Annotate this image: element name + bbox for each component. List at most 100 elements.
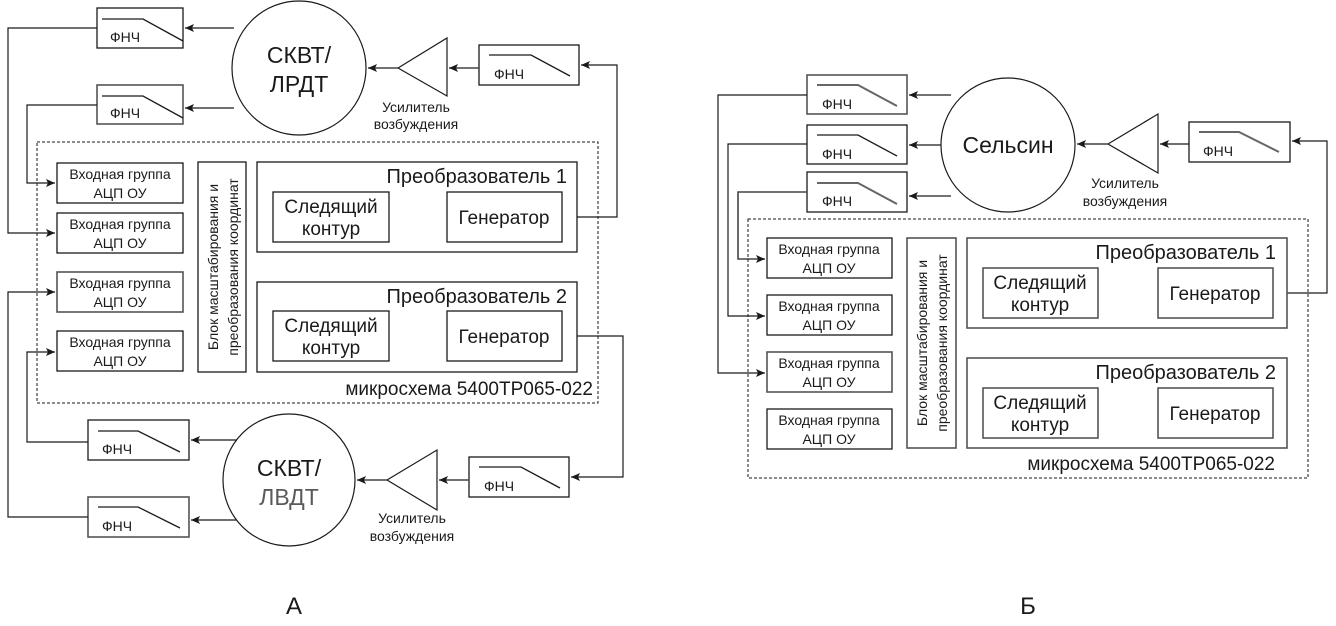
wire-lpf2-to-input2 bbox=[727, 143, 807, 320]
scaling-block-box bbox=[906, 237, 957, 449]
tracking-loop-line1: Следящий bbox=[993, 273, 1086, 294]
input-group-line2: АЦП ОУ bbox=[93, 353, 146, 369]
generator-label: Генератор bbox=[1170, 404, 1261, 425]
chip-boundary bbox=[747, 218, 1309, 479]
lpf-label: ФНЧ bbox=[484, 478, 514, 494]
input-group-line1: Входная группа bbox=[69, 166, 171, 182]
lpf-box bbox=[468, 456, 570, 498]
panel-b: Сельсин ФНЧ ФНЧ ФНЧ Усилитель возбуждени… bbox=[717, 74, 1328, 620]
lpf-box bbox=[87, 496, 190, 538]
tracking-loop-box bbox=[982, 387, 1099, 439]
sensor-label: Сельсин bbox=[962, 132, 1053, 158]
input-group-line1: Входная группа bbox=[69, 216, 171, 232]
amplifier-triangle-icon bbox=[396, 36, 448, 98]
amplifier-label-line1: Усилитель bbox=[382, 99, 450, 115]
sensor-resolver-bottom: СКВТ/ ЛВДТ bbox=[222, 413, 356, 547]
panel-caption: Б bbox=[1020, 593, 1036, 620]
input-group-box bbox=[766, 294, 893, 336]
lpf-response-icon bbox=[98, 506, 181, 529]
tracking-loop-line1: Следящий bbox=[993, 393, 1086, 414]
input-group-box bbox=[766, 237, 893, 279]
input-group-1: Входная группа АЦП ОУ bbox=[56, 162, 184, 204]
lpf-label: ФНЧ bbox=[102, 518, 132, 534]
wire-gen2-to-lpf bbox=[571, 335, 624, 481]
converter-1: Преобразователь 1 Следящий контур Генера… bbox=[256, 161, 578, 253]
panel-a: СКВТ/ ЛРДТ ФНЧ ФНЧ Усилитель возбуждения bbox=[7, 0, 624, 620]
lpf-a-excitation-bottom: ФНЧ bbox=[468, 456, 570, 498]
lpf-a-out3: ФНЧ bbox=[87, 419, 190, 461]
input-group-line1: Входная группа bbox=[778, 298, 880, 314]
chip-label: микросхема 5400ТР065-022 bbox=[345, 379, 593, 400]
sensor-label-line2: ЛРДТ bbox=[270, 71, 329, 97]
lpf-response-icon bbox=[98, 430, 181, 453]
lpf-box bbox=[806, 74, 908, 115]
converter-title: Преобразователь 1 bbox=[1095, 242, 1276, 264]
tracking-loop-line2: контур bbox=[1011, 295, 1069, 316]
wire-lpf2-to-input1 bbox=[26, 104, 97, 187]
lpf-response-icon bbox=[102, 95, 184, 119]
tracking-loop-box bbox=[272, 191, 390, 243]
amplifier-label-line2: возбуждения bbox=[1083, 193, 1168, 209]
sensor-label-line1: СКВТ/ bbox=[257, 455, 322, 481]
lpf-label: ФНЧ bbox=[110, 29, 140, 45]
lpf-response-icon bbox=[817, 84, 898, 107]
lpf-label: ФНЧ bbox=[822, 193, 852, 209]
scaling-block-box bbox=[197, 161, 247, 373]
converter-title: Преобразователь 1 bbox=[386, 166, 567, 188]
lpf-a-excitation: ФНЧ bbox=[478, 44, 580, 86]
amplifier-triangle-icon bbox=[385, 448, 438, 512]
sensor-label-line2: ЛВДТ bbox=[259, 484, 319, 510]
amplifier-label-line2: возбуждения bbox=[374, 116, 459, 132]
lpf-label: ФНЧ bbox=[102, 441, 132, 457]
generator-label: Генератор bbox=[1170, 284, 1261, 305]
wire-lpf3-to-input4 bbox=[26, 348, 88, 443]
amplifier-label-line2: возбуждения bbox=[370, 528, 455, 544]
lpf-label: ФНЧ bbox=[110, 105, 140, 121]
sensor-circle bbox=[231, 0, 367, 136]
amplifier-label-line1: Усилитель bbox=[378, 510, 446, 526]
sensor-resolver-top: СКВТ/ ЛРДТ bbox=[231, 0, 367, 136]
generator-box bbox=[446, 310, 563, 362]
input-group-line2: АЦП ОУ bbox=[93, 294, 146, 310]
input-group-line2: АЦП ОУ bbox=[802, 374, 855, 390]
tracking-loop-line2: контур bbox=[302, 219, 360, 240]
wire-gen1-to-lpf bbox=[562, 61, 618, 218]
wire-lpf3-to-input1 bbox=[737, 191, 807, 263]
input-group-2: Входная группа АЦП ОУ bbox=[766, 294, 893, 336]
lpf-b-out3: ФНЧ bbox=[806, 171, 908, 213]
input-group-2: Входная группа АЦП ОУ bbox=[56, 212, 184, 254]
lpf-response-icon bbox=[489, 54, 571, 77]
lpf-box bbox=[806, 124, 908, 165]
tracking-loop-box bbox=[982, 267, 1099, 319]
lpf-b-out2: ФНЧ bbox=[806, 124, 908, 165]
lpf-a-out4: ФНЧ bbox=[87, 496, 190, 538]
wire-lpf1-to-input3 bbox=[717, 94, 807, 377]
chip-label: микросхема 5400ТР065-022 bbox=[1027, 454, 1275, 475]
input-group-line2: АЦП ОУ bbox=[802, 317, 855, 333]
converter-2: Преобразователь 2 Следящий контур Генера… bbox=[966, 357, 1288, 449]
lpf-b-out1: ФНЧ bbox=[806, 74, 908, 115]
lpf-label: ФНЧ bbox=[1203, 143, 1233, 159]
converter-2: Преобразователь 2 Следящий контур Генера… bbox=[256, 281, 578, 373]
lpf-a-out1: ФНЧ bbox=[96, 7, 184, 49]
input-group-line2: АЦП ОУ bbox=[93, 185, 146, 201]
chip-boundary bbox=[36, 141, 599, 404]
converter-title: Преобразователь 2 bbox=[1095, 362, 1276, 384]
converter-title: Преобразователь 2 bbox=[386, 286, 567, 308]
lpf-b-excitation: ФНЧ bbox=[1188, 121, 1291, 163]
generator-box bbox=[1157, 267, 1274, 319]
wire-gen1-to-lpf bbox=[1273, 137, 1328, 294]
wire-lpf1-to-input2 bbox=[7, 27, 97, 237]
generator-box bbox=[446, 191, 563, 243]
tracking-loop-line2: контур bbox=[302, 338, 360, 359]
lpf-box bbox=[1188, 121, 1291, 163]
input-group-line2: АЦП ОУ bbox=[802, 260, 855, 276]
input-group-box bbox=[766, 408, 893, 450]
sensor-circle bbox=[222, 413, 356, 547]
input-group-box bbox=[56, 330, 184, 372]
lpf-response-icon bbox=[479, 466, 561, 489]
lpf-label: ФНЧ bbox=[494, 66, 524, 82]
input-group-box bbox=[766, 351, 893, 393]
lpf-box bbox=[87, 419, 190, 461]
